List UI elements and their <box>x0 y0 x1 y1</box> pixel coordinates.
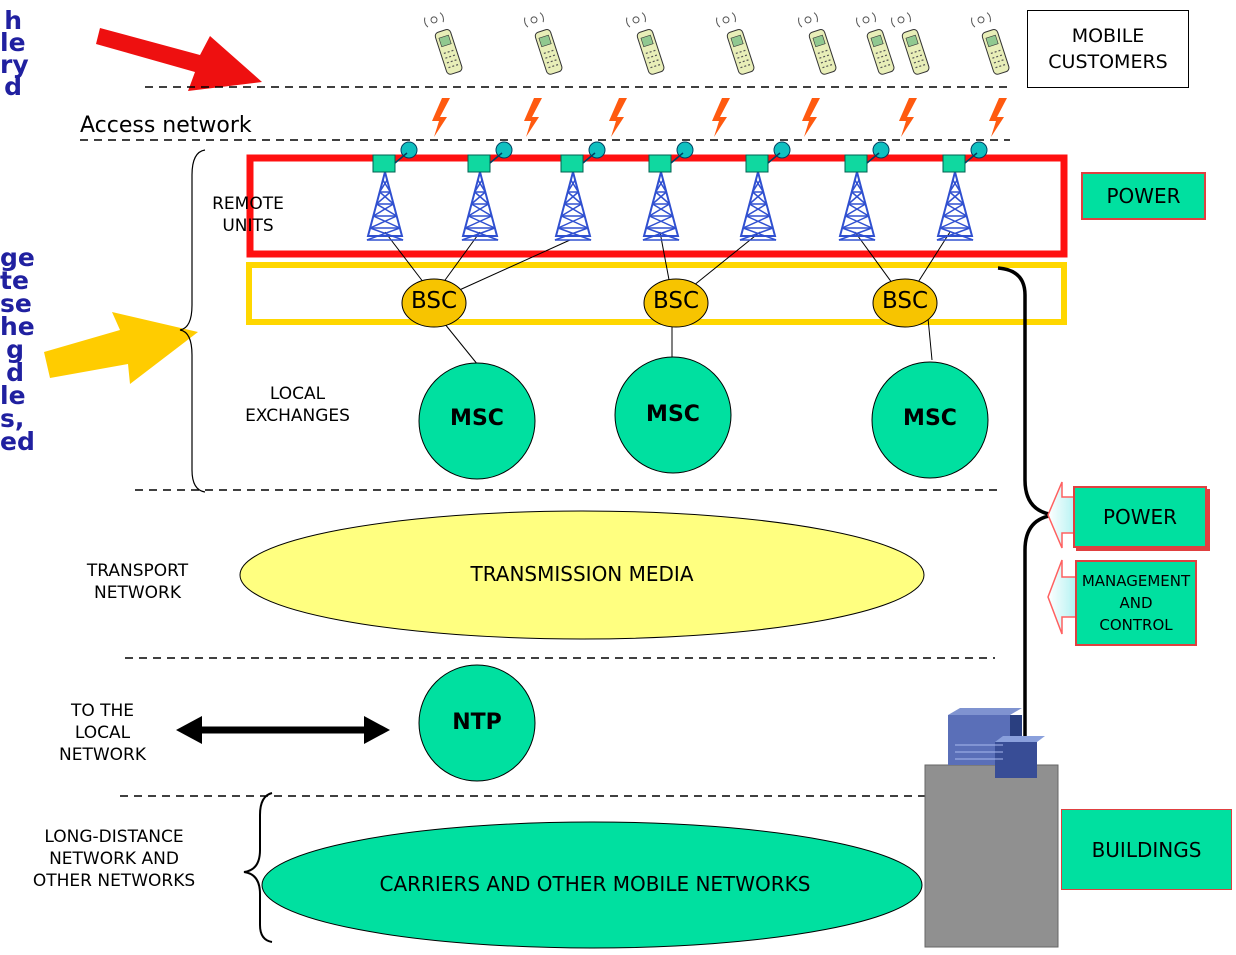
left-cut-text-mid: ge te se he g d le s, ed <box>0 243 35 456</box>
left-cut-text-top: h le ry d <box>0 6 29 101</box>
lightning-icon <box>432 98 450 137</box>
cell-tower-icon <box>642 141 694 241</box>
mobile-phone-icon <box>856 12 895 75</box>
bsc-node <box>401 278 467 328</box>
mobile-phones <box>424 12 1010 75</box>
ntp-node <box>418 664 536 782</box>
cell-tower-icon <box>461 141 513 241</box>
lightning-icon <box>524 98 542 137</box>
bsc-label: BSC <box>410 288 458 314</box>
lower-brace <box>243 792 273 943</box>
yellow-arrow <box>44 312 198 384</box>
radio-links <box>432 98 1007 137</box>
lightning-icon <box>989 98 1007 137</box>
ntp-label: NTP <box>452 710 502 735</box>
lightning-icon <box>802 98 820 137</box>
carriers-ellipse <box>261 821 923 949</box>
msc-label: MSC <box>646 402 700 427</box>
bsc-node <box>643 278 709 328</box>
mobile-phone-icon <box>716 12 755 75</box>
double-arrow <box>176 716 390 744</box>
mobile-phone-icon <box>971 12 1010 75</box>
left-brace <box>179 149 206 493</box>
lightning-icon <box>712 98 730 137</box>
bsc-label: BSC <box>881 288 929 314</box>
msc-node <box>614 356 732 474</box>
lightning-icon <box>899 98 917 137</box>
buildings-box: BUILDINGS <box>1061 809 1232 890</box>
bsc-node <box>872 278 938 328</box>
msc-node <box>418 362 536 480</box>
carriers-label: CARRIERS AND OTHER MOBILE NETWORKS <box>379 872 811 896</box>
msc-label: MSC <box>450 406 504 431</box>
cell-tower-icon <box>366 141 418 241</box>
cell-tower-icon <box>936 141 988 241</box>
transmission-media-label: TRANSMISSION MEDIA <box>470 562 694 586</box>
towers <box>366 141 988 241</box>
cell-tower-icon <box>554 141 606 241</box>
access-network-label: Access network <box>80 113 252 138</box>
mobile-phone-icon <box>626 12 665 75</box>
msc-label: MSC <box>903 406 957 431</box>
red-arrow <box>96 28 262 91</box>
cell-tower-icon <box>838 141 890 241</box>
power-box-top: POWER <box>1081 172 1206 220</box>
right-brace <box>994 266 1056 784</box>
msc-node <box>871 361 989 479</box>
bsc-label: BSC <box>652 288 700 314</box>
mobile-phone-icon <box>891 12 930 75</box>
separators <box>80 86 1010 797</box>
building-illustration <box>924 708 1059 948</box>
tower-links <box>384 231 951 366</box>
mobile-phone-icon <box>798 12 837 75</box>
mobile-phone-icon <box>424 12 463 75</box>
transmission-media-ellipse <box>239 510 925 640</box>
cell-tower-icon <box>739 141 791 241</box>
mobile-phone-icon <box>524 12 563 75</box>
power-box-mid: POWER <box>1073 486 1207 548</box>
lightning-icon <box>609 98 627 137</box>
